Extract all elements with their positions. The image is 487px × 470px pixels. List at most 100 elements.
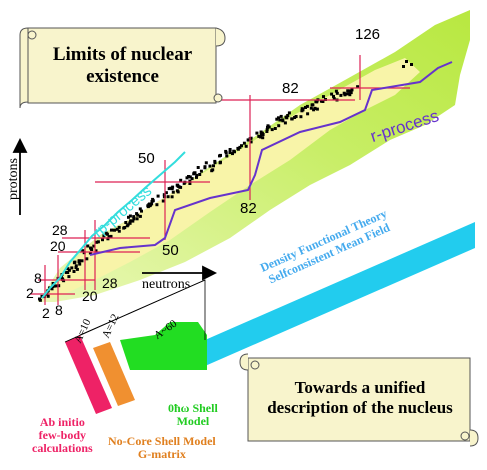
- dft-band: [205, 222, 475, 366]
- stable-nucleus: [265, 127, 269, 131]
- stable-nucleus: [270, 128, 274, 132]
- stable-nucleus: [305, 104, 309, 108]
- known-nuclei-region: [40, 58, 420, 300]
- stable-nucleus: [113, 228, 116, 232]
- ncsm-line2: G-matrix: [137, 447, 186, 461]
- stable-nucleus: [176, 183, 180, 187]
- stable-nucleus: [313, 106, 317, 110]
- shell-model-block: [120, 322, 207, 370]
- stable-nucleus: [212, 164, 215, 168]
- stable-nucleus: [265, 130, 269, 133]
- magic-label-z28: 28: [52, 222, 68, 238]
- stable-nucleus: [73, 260, 77, 264]
- bottom-line2: description of the nucleus: [267, 398, 453, 417]
- magic-label-z2: 2: [26, 285, 34, 301]
- stable-nucleus: [315, 107, 319, 111]
- stable-nucleus: [110, 228, 113, 232]
- stable-nucleus: [285, 116, 289, 120]
- stable-nucleus: [106, 237, 110, 241]
- stable-nucleus: [151, 199, 155, 203]
- stable-nucleus: [170, 187, 174, 191]
- stable-nucleus: [273, 127, 277, 130]
- stable-nucleus: [138, 214, 142, 218]
- stable-nucleus: [161, 199, 165, 203]
- stable-nucleus: [176, 190, 180, 194]
- title-line2: existence: [86, 66, 159, 87]
- method-outline: [64, 279, 206, 343]
- stable-nucleus: [294, 115, 298, 118]
- stable-nucleus: [287, 111, 291, 115]
- stable-nucleus: [259, 133, 263, 137]
- stable-nucleus: [89, 246, 92, 250]
- stable-nucleus: [122, 226, 126, 230]
- stable-nucleus: [266, 125, 269, 129]
- stable-nucleus: [127, 215, 130, 219]
- stable-nucleus: [310, 103, 314, 107]
- stable-nucleus: [171, 185, 175, 189]
- stable-nucleus: [107, 235, 111, 239]
- stable-nucleus: [170, 195, 174, 199]
- stable-nucleus: [167, 187, 171, 191]
- stable-nucleus: [81, 249, 85, 253]
- ncsm-block: [93, 342, 135, 406]
- stable-nucleus: [356, 85, 360, 89]
- stable-nucleus: [74, 264, 78, 268]
- stable-nucleus: [196, 166, 200, 169]
- title-text: Limits of nuclear existence: [30, 44, 215, 88]
- bottom-text: Towards a unified description of the nuc…: [250, 378, 470, 418]
- stable-nucleus: [277, 124, 281, 128]
- stable-nucleus: [249, 140, 253, 144]
- stable-nucleus: [348, 93, 352, 97]
- magic-label-n28: 28: [102, 275, 118, 291]
- stable-nucleus: [52, 284, 56, 288]
- stable-nucleus: [410, 63, 413, 66]
- stable-nucleus: [339, 93, 343, 97]
- stable-nucleus: [102, 234, 106, 238]
- stable-nucleus: [92, 244, 96, 248]
- stable-nucleus: [72, 270, 76, 273]
- stable-nucleus: [198, 173, 202, 176]
- stable-nucleus: [46, 294, 50, 298]
- stable-nucleus: [132, 217, 136, 221]
- stable-nucleus: [405, 60, 408, 63]
- stable-nucleus: [315, 100, 319, 104]
- stable-nucleus: [75, 267, 79, 271]
- magic-label-n8: 8: [55, 302, 63, 318]
- stable-nucleus: [279, 114, 283, 118]
- stable-nucleus: [135, 212, 139, 216]
- stable-nucleus: [70, 266, 74, 270]
- stable-nucleus: [124, 221, 128, 224]
- stable-nucleus: [105, 232, 109, 236]
- magic-label-n2: 2: [42, 305, 50, 321]
- stable-nucleus: [195, 175, 198, 179]
- stable-nucleus: [101, 238, 104, 242]
- stable-nucleus: [128, 221, 132, 225]
- stable-nucleus: [240, 144, 243, 148]
- stable-nucleus: [275, 117, 279, 121]
- stable-nucleus: [179, 185, 183, 189]
- stable-nucleus: [213, 161, 217, 165]
- title-line1: Limits of nuclear: [52, 44, 193, 65]
- stable-nucleus: [88, 251, 92, 255]
- ab-initio-block: [65, 335, 112, 414]
- stable-nucleus: [188, 175, 192, 179]
- stable-nucleus: [82, 251, 86, 255]
- stable-nucleus: [238, 145, 242, 149]
- bottom-scroll: [239, 353, 479, 447]
- magic-label-n82: 82: [240, 200, 257, 217]
- magic-label-z50: 50: [138, 150, 155, 167]
- stable-nucleus: [188, 179, 192, 183]
- stable-nucleus: [195, 173, 199, 177]
- ncsm-label: No-Core Shell Model G-matrix: [108, 435, 216, 461]
- stable-nucleus: [140, 209, 143, 213]
- stable-nucleus: [96, 240, 100, 244]
- stable-nucleus: [332, 94, 335, 98]
- stable-nucleus: [109, 234, 113, 238]
- stable-nucleus: [50, 287, 54, 291]
- stable-nucleus: [350, 88, 354, 92]
- r-process-path: [89, 61, 453, 256]
- stable-nucleus: [95, 240, 99, 244]
- stable-nucleus: [77, 260, 81, 264]
- stable-nucleus: [156, 194, 160, 198]
